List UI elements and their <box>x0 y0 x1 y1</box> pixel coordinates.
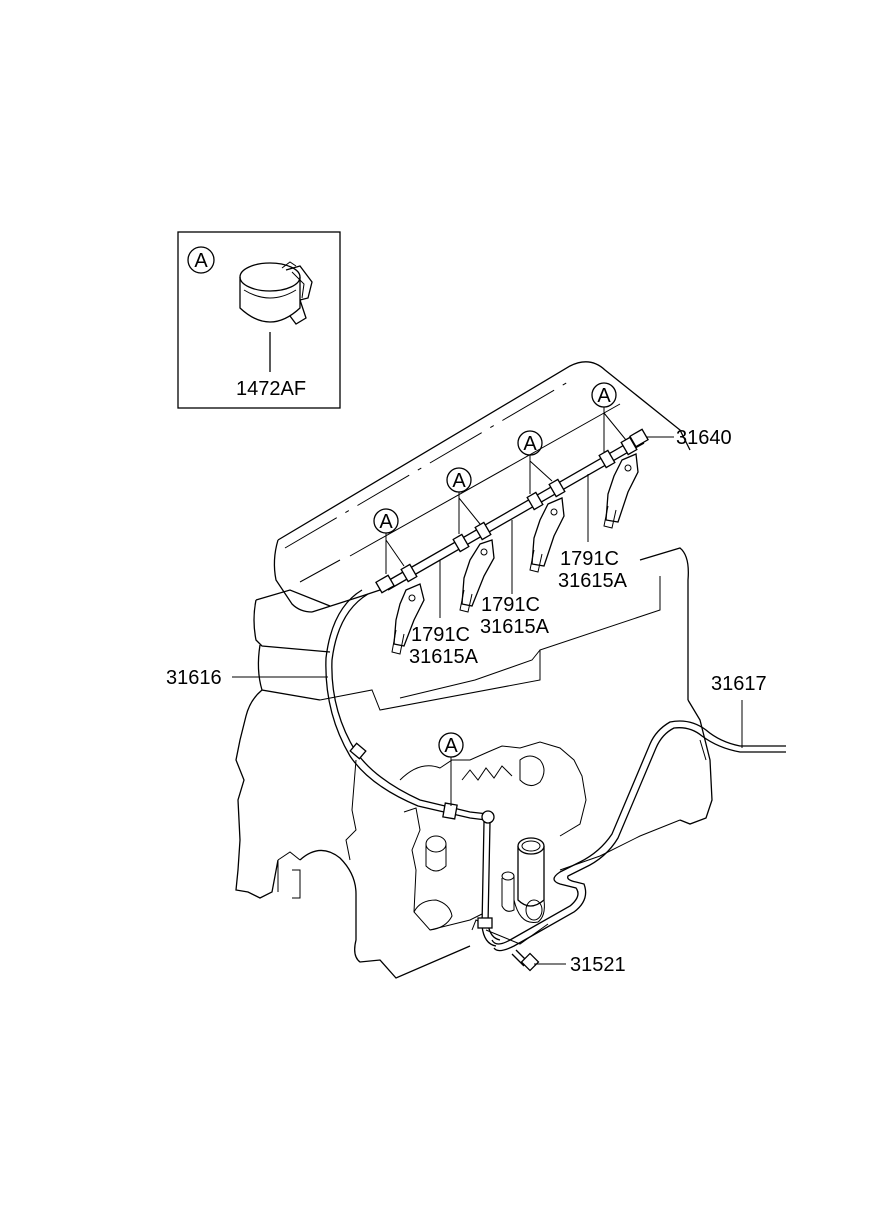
inset-detail: A 1472AF <box>177 231 341 409</box>
part-label-31615a-1: 31615A <box>409 646 479 668</box>
svg-text:A: A <box>444 735 458 757</box>
part-label-1472af: 1472AF <box>236 378 306 400</box>
part-label-31617: 31617 <box>711 673 767 695</box>
svg-text:A: A <box>452 470 466 492</box>
leader-lines <box>232 436 743 965</box>
part-label-31615a-3: 31615A <box>558 570 628 592</box>
injectors <box>391 453 639 655</box>
rail-end-fitting <box>629 428 649 448</box>
callout-a-1: A <box>373 508 405 574</box>
injector-3 <box>529 497 565 573</box>
part-label-31615a-2: 31615A <box>480 616 550 638</box>
fuel-rail <box>375 428 649 594</box>
svg-text:A: A <box>597 385 611 407</box>
inset-frame <box>177 231 341 409</box>
part-label-31616: 31616 <box>166 667 222 689</box>
svg-text:A: A <box>379 511 393 533</box>
part-label-1791c-3: 1791C <box>560 548 619 570</box>
hose-clamp-icon <box>239 261 313 325</box>
return-line-31617 <box>491 720 786 952</box>
fuel-hose-31616 <box>325 589 501 947</box>
svg-text:A: A <box>523 433 537 455</box>
callout-a-4: A <box>591 382 627 452</box>
callout-a-5: A <box>438 732 464 806</box>
injector-4 <box>603 453 639 529</box>
part-labels: 31640 1791C 31615A 1791C 31615A 1791C 31… <box>166 427 767 976</box>
part-label-31640: 31640 <box>676 427 732 449</box>
callout-a-3: A <box>517 430 553 494</box>
callout-a-2: A <box>446 467 481 534</box>
injector-1 <box>391 583 425 655</box>
part-label-1791c-1: 1791C <box>411 624 470 646</box>
inset-callout-letter: A <box>194 250 208 272</box>
inset-callout: A <box>187 246 215 274</box>
rail-end-cap <box>375 574 395 594</box>
part-label-1791c-2: 1791C <box>481 594 540 616</box>
engine-block-outline <box>235 361 713 979</box>
part-label-31521: 31521 <box>570 954 626 976</box>
bolt-31521 <box>511 949 540 972</box>
injector-2 <box>459 539 495 613</box>
